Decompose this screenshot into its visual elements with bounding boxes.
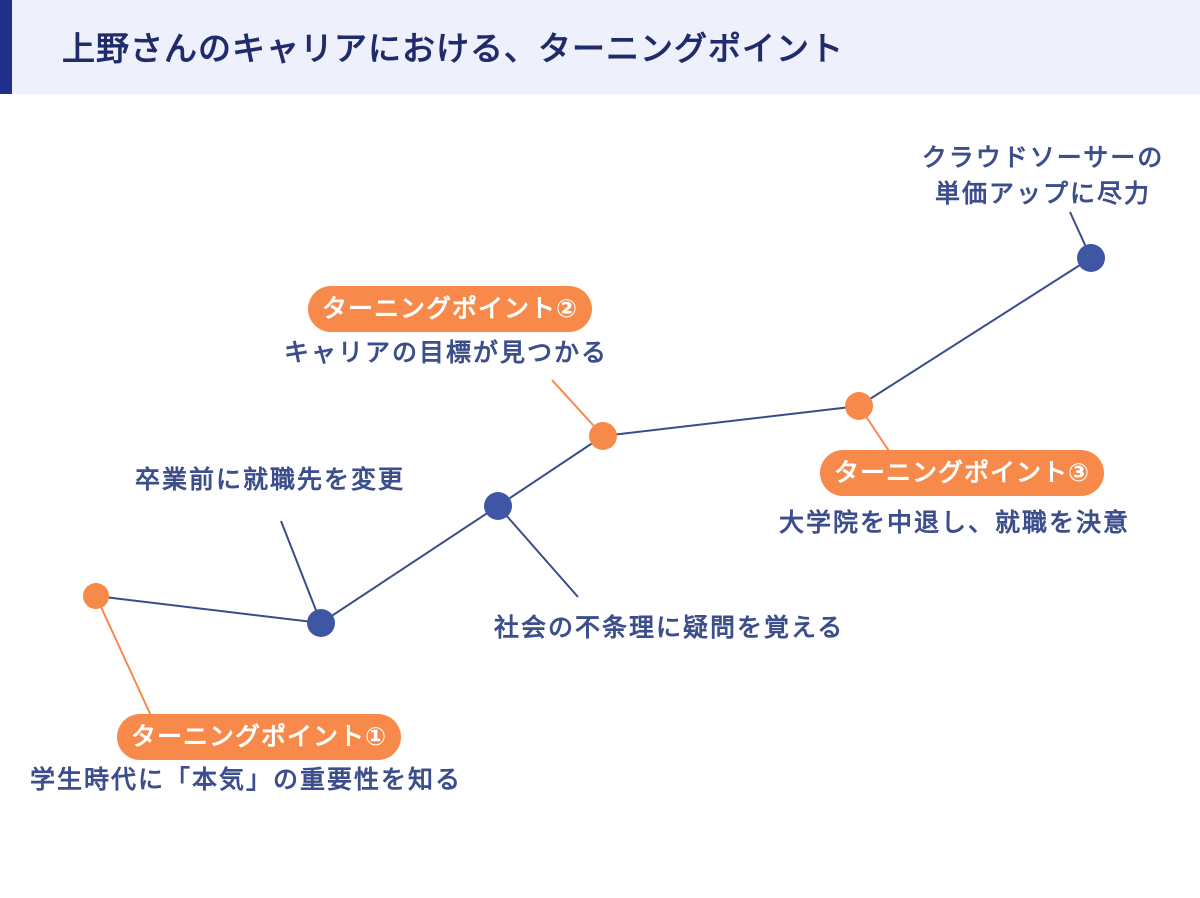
leader-line-n3: [497, 505, 579, 598]
turning-point-3-badge: ターニングポイント③: [820, 450, 1105, 496]
event-node-3: [1077, 244, 1105, 272]
event-node-2: [484, 492, 512, 520]
leader-line-n1: [95, 595, 153, 719]
leader-line-n2: [280, 520, 322, 624]
page-title: 上野さんのキャリアにおける、ターニングポイント: [62, 29, 844, 68]
event-2-text: 社会の不条理に疑問を覚える: [494, 613, 845, 642]
event-3-text-line-1: クラウドソーサーの: [921, 143, 1165, 172]
turning-point-node-3: [845, 392, 873, 420]
event-3-text-line-2: 単価アップに尽力: [934, 179, 1151, 208]
turning-point-1-text: 学生時代に「本気」の重要性を知る: [30, 765, 463, 794]
career-path-line: [95, 257, 1092, 625]
turning-point-node-1: [83, 583, 109, 609]
header-bar: 上野さんのキャリアにおける、ターニングポイント: [0, 0, 1200, 94]
event-node-1: [307, 609, 335, 637]
turning-point-1-badge: ターニングポイント①: [117, 714, 402, 760]
event-1-text: 卒業前に就職先を変更: [135, 465, 406, 494]
turning-point-node-2: [589, 422, 617, 450]
turning-point-3-text: 大学院を中退し、就職を決意: [779, 508, 1131, 537]
header-accent-bar: [0, 0, 12, 94]
turning-point-2-badge: ターニングポイント②: [308, 286, 593, 332]
turning-point-2-text: キャリアの目標が見つかる: [284, 338, 609, 367]
